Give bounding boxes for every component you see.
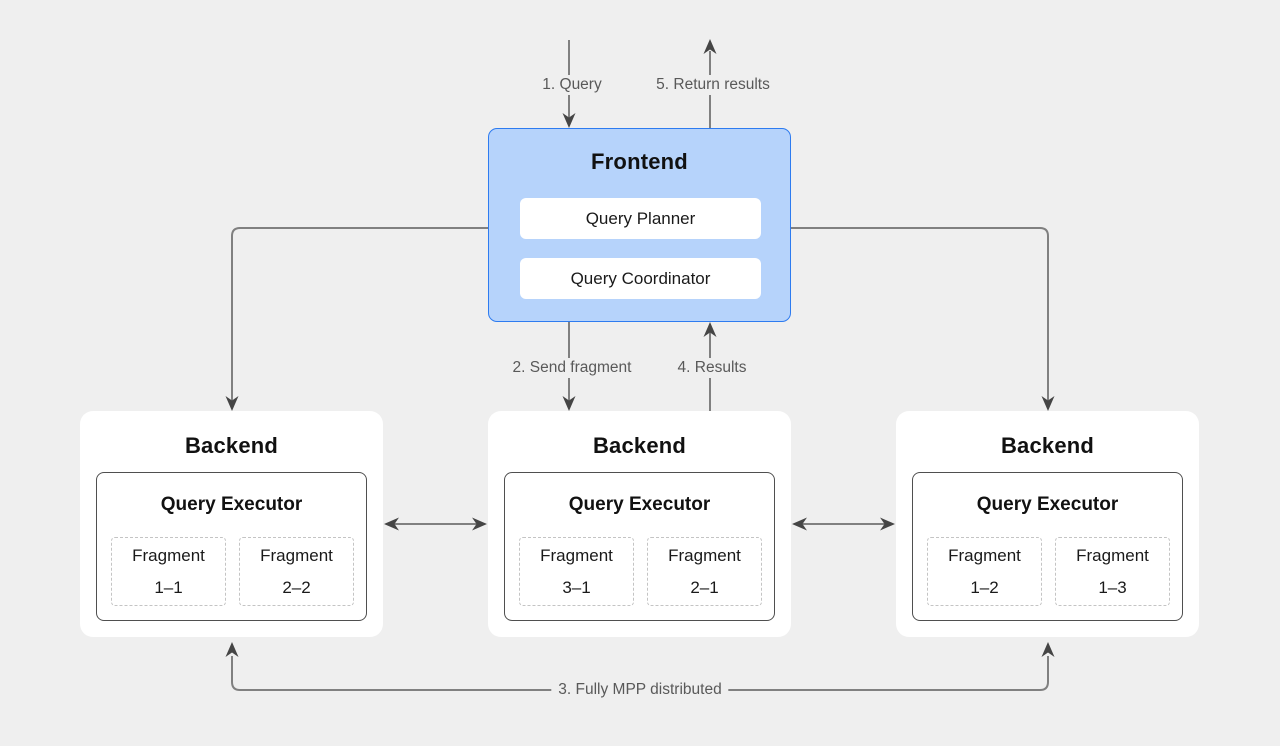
query-coordinator-box: Query Coordinator bbox=[520, 258, 761, 299]
fragment-word: Fragment bbox=[260, 545, 333, 565]
fragment-word: Fragment bbox=[132, 545, 205, 565]
fragment-word: Fragment bbox=[668, 545, 741, 565]
label-2-send-fragment: 2. Send fragment bbox=[505, 358, 639, 378]
frontend-to-right-backend-line bbox=[791, 227, 1049, 401]
frontend-to-left-backend-line bbox=[231, 227, 488, 401]
query-executor-box: Query Executor Fragment 1–2 Fragment 1–3 bbox=[912, 472, 1183, 621]
frontend-node: Frontend Query Planner Query Coordinator bbox=[488, 128, 791, 322]
fragment-box-1-3: Fragment 1–3 bbox=[1055, 537, 1170, 606]
fragment-box-3-1: Fragment 3–1 bbox=[519, 537, 634, 606]
label-5-return-results: 5. Return results bbox=[649, 75, 777, 95]
backend-title: Backend bbox=[184, 433, 279, 458]
fragment-id: 1–2 bbox=[970, 577, 999, 597]
send-fragment-arrowhead-down-icon bbox=[562, 396, 576, 411]
backend-title: Backend bbox=[592, 433, 687, 458]
fragment-word: Fragment bbox=[948, 545, 1021, 565]
fragment-id: 2–1 bbox=[690, 577, 719, 597]
label-4-results: 4. Results bbox=[670, 358, 754, 378]
label-3-fully-mpp-distributed: 3. Fully MPP distributed bbox=[551, 680, 729, 700]
fragment-id: 3–1 bbox=[562, 577, 591, 597]
fragment-word: Fragment bbox=[540, 545, 613, 565]
return-results-arrowhead-up-icon bbox=[703, 39, 717, 54]
fragment-id: 1–1 bbox=[154, 577, 183, 597]
fragment-box-1-2: Fragment 1–2 bbox=[927, 537, 1042, 606]
backend-node-middle: Backend Query Executor Fragment 3–1 Frag… bbox=[488, 411, 791, 637]
fragment-word: Fragment bbox=[1076, 545, 1149, 565]
exchange2-right-arrowhead-icon bbox=[880, 517, 895, 531]
label-1-query: 1. Query bbox=[535, 75, 609, 95]
right-backend-arrowhead-down-icon bbox=[1041, 396, 1055, 411]
query-executor-box: Query Executor Fragment 3–1 Fragment 2–1 bbox=[504, 472, 775, 621]
exchange2-left-arrowhead-icon bbox=[792, 517, 807, 531]
exchange-right-arrowhead-icon bbox=[472, 517, 487, 531]
query-executor-label: Query Executor bbox=[568, 494, 711, 515]
mpp-left-arrowhead-up-icon bbox=[225, 642, 239, 657]
fragment-id: 2–2 bbox=[282, 577, 311, 597]
fragment-id: 1–3 bbox=[1098, 577, 1127, 597]
backend-node-right: Backend Query Executor Fragment 1–2 Frag… bbox=[896, 411, 1199, 637]
backend-title: Backend bbox=[1000, 433, 1095, 458]
query-executor-box: Query Executor Fragment 1–1 Fragment 2–2 bbox=[96, 472, 367, 621]
query-executor-label: Query Executor bbox=[160, 494, 303, 515]
left-backend-arrowhead-down-icon bbox=[225, 396, 239, 411]
query-planner-box: Query Planner bbox=[520, 198, 761, 239]
fragment-box-2-1: Fragment 2–1 bbox=[647, 537, 762, 606]
query-arrowhead-down-icon bbox=[562, 113, 576, 128]
query-planner-label: Query Planner bbox=[585, 208, 696, 228]
mpp-right-arrowhead-up-icon bbox=[1041, 642, 1055, 657]
backend-node-left: Backend Query Executor Fragment 1–1 Frag… bbox=[80, 411, 383, 637]
frontend-title: Frontend bbox=[591, 149, 688, 174]
query-executor-label: Query Executor bbox=[976, 494, 1119, 515]
query-coordinator-label: Query Coordinator bbox=[570, 268, 711, 288]
results-arrowhead-up-icon bbox=[703, 322, 717, 337]
fragment-box-1-1: Fragment 1–1 bbox=[111, 537, 226, 606]
fragment-box-2-2: Fragment 2–2 bbox=[239, 537, 354, 606]
exchange-left-arrowhead-icon bbox=[384, 517, 399, 531]
